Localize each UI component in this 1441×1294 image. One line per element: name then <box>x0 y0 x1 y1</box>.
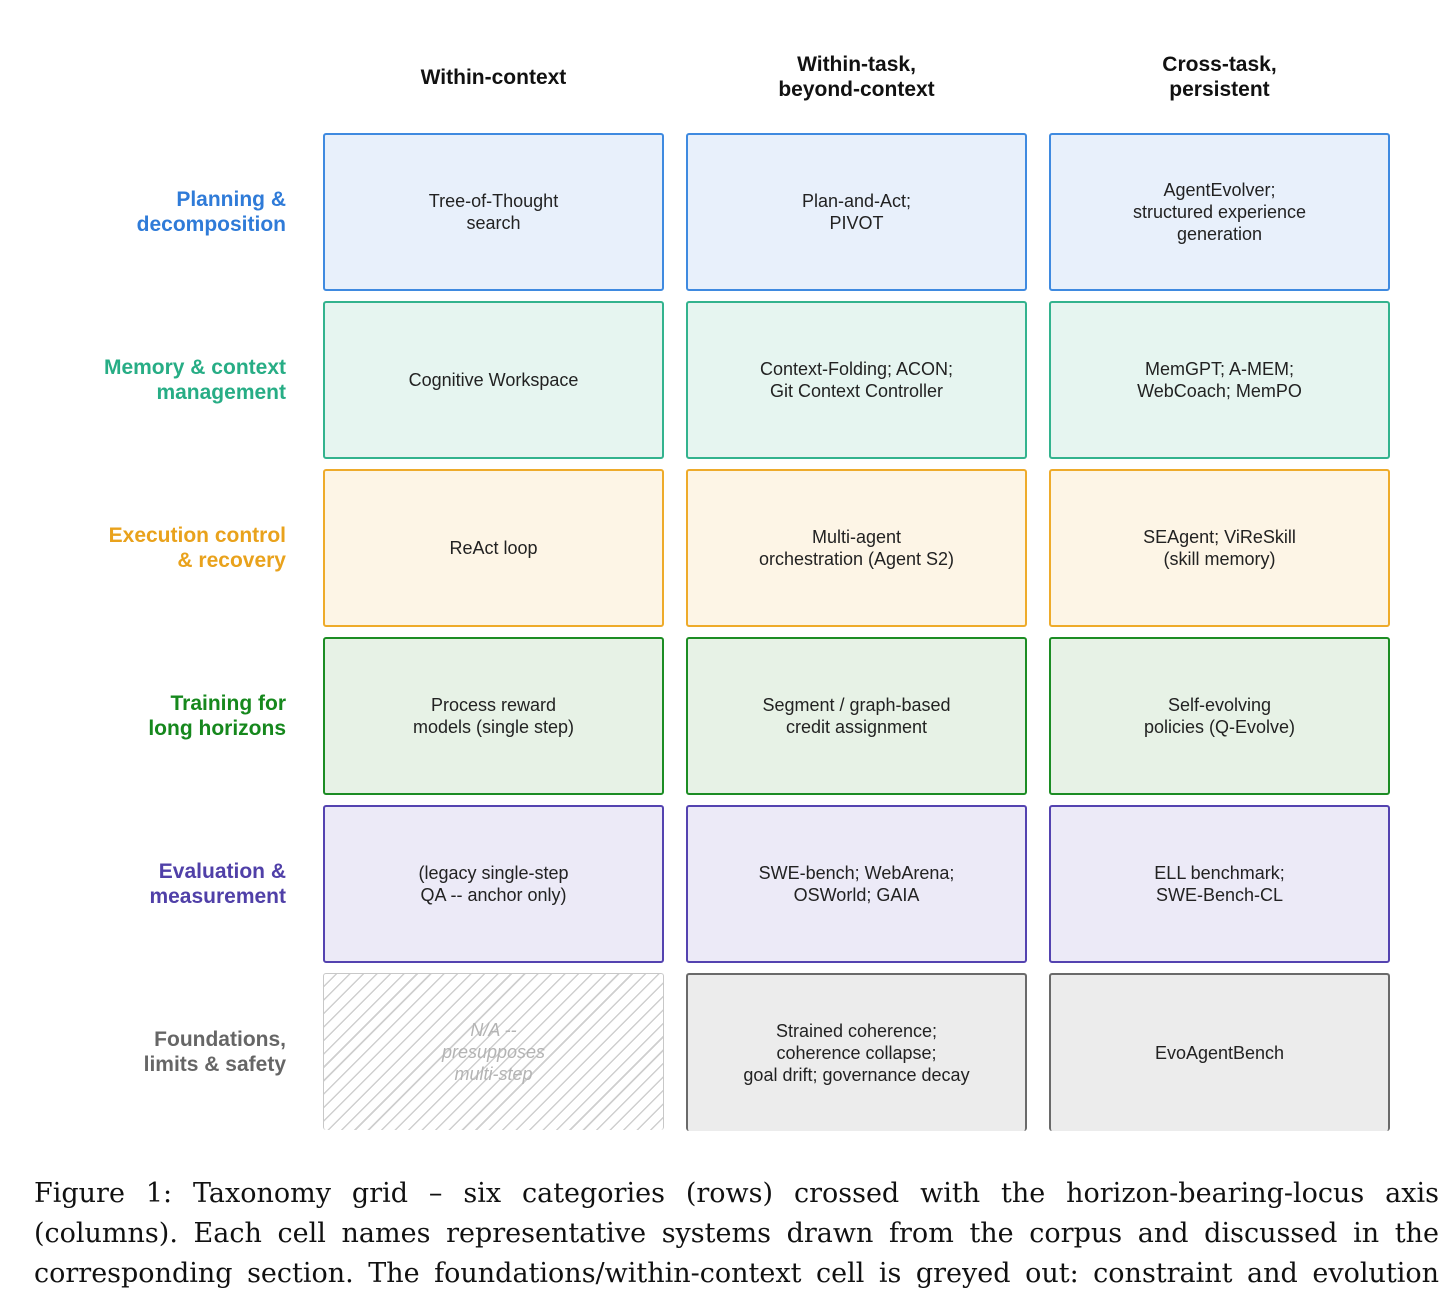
cell-foundations-within-context-na: N/A -- presupposes multi-step <box>323 973 664 1130</box>
figure-caption: Figure 1: Taxonomy grid – six categories… <box>34 1174 1439 1294</box>
cell-execution-within-task: Multi-agent orchestration (Agent S2) <box>686 469 1027 627</box>
row-label-planning: Planning & decomposition <box>136 188 286 236</box>
cell-foundations-cross-task: EvoAgentBench <box>1049 973 1390 1131</box>
row-label-foundations: Foundations, limits & safety <box>143 1028 286 1076</box>
cell-evaluation-cross-task: ELL benchmark; SWE-Bench-CL <box>1049 805 1390 963</box>
na-label: N/A -- presupposes multi-step <box>441 1020 546 1084</box>
row-label-training: Training for long horizons <box>148 692 286 740</box>
cell-training-cross-task: Self-evolving policies (Q-Evolve) <box>1049 637 1390 795</box>
cell-execution-within-context: ReAct loop <box>323 469 664 627</box>
cell-foundations-within-task: Strained coherence; coherence collapse; … <box>686 973 1027 1131</box>
cell-training-within-task: Segment / graph-based credit assignment <box>686 637 1027 795</box>
row-label-execution: Execution control & recovery <box>108 524 286 572</box>
column-header-within-context: Within-context <box>420 65 567 89</box>
row-label-memory: Memory & context management <box>103 356 286 404</box>
cell-evaluation-within-task: SWE-bench; WebArena; OSWorld; GAIA <box>686 805 1027 963</box>
cell-evaluation-within-context: (legacy single-step QA -- anchor only) <box>323 805 664 963</box>
cell-training-within-context: Process reward models (single step) <box>323 637 664 795</box>
cell-planning-cross-task: AgentEvolver; structured experience gene… <box>1049 133 1390 291</box>
column-header-cross-task: Cross-task, persistent <box>1162 53 1277 101</box>
caption-line-3: corresponding section. The foundations/w… <box>34 1258 1439 1289</box>
cell-memory-within-context: Cognitive Workspace <box>323 301 664 459</box>
cell-execution-cross-task: SEAgent; ViReSkill (skill memory) <box>1049 469 1390 627</box>
cell-memory-cross-task: MemGPT; A-MEM; WebCoach; MemPO <box>1049 301 1390 459</box>
cell-planning-within-task: Plan-and-Act; PIVOT <box>686 133 1027 291</box>
caption-line-1: Figure 1: Taxonomy grid – six categories… <box>34 1178 1439 1209</box>
cell-planning-within-context: Tree-of-Thought search <box>323 133 664 291</box>
cell-memory-within-task: Context-Folding; ACON; Git Context Contr… <box>686 301 1027 459</box>
column-header-within-task: Within-task, beyond-context <box>778 53 935 101</box>
row-label-evaluation: Evaluation & measurement <box>149 860 286 908</box>
caption-line-2: (columns). Each cell names representativ… <box>34 1218 1439 1249</box>
